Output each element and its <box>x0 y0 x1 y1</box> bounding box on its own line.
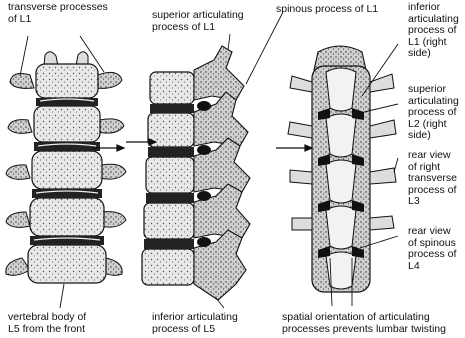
label-vertebral-body-l5: vertebral body of L5 from the front <box>8 312 86 335</box>
label-spinous-process-l1: spinous process of L1 <box>276 4 378 16</box>
label-inferior-articulating-l5: inferior articulating process of L5 <box>152 312 238 335</box>
front-view-spine <box>6 52 126 283</box>
label-superior-articulating-l1: superior articulating process of L1 <box>152 10 244 33</box>
label-rear-spinous-l4: rear view of spinous process of L4 <box>408 226 456 272</box>
label-rear-transverse-l3: rear view of right transverse process of… <box>408 150 457 208</box>
label-transverse-processes-l1: transverse processes of L1 <box>8 2 108 25</box>
label-spatial-orientation: spatial orientation of articulating proc… <box>282 312 446 335</box>
label-inferior-articulating-l1: inferior articulating process of L1 (rig… <box>408 2 459 60</box>
side-view-spine <box>142 46 250 300</box>
label-superior-articulating-l2: superior articulating process of L2 (rig… <box>408 84 459 142</box>
rear-view-spine <box>288 46 396 292</box>
